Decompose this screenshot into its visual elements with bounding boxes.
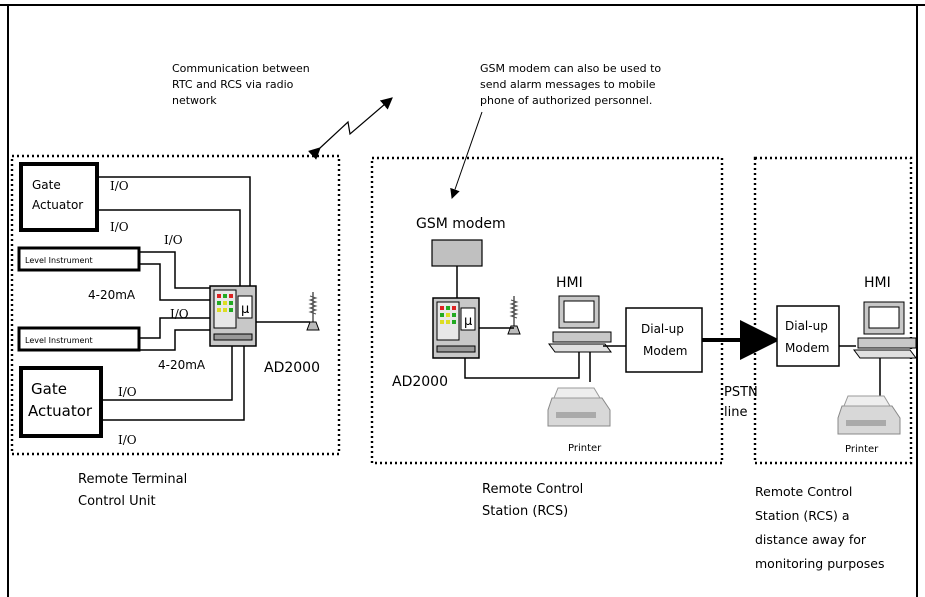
radio-link-zigzag bbox=[308, 97, 393, 160]
rcs-dialup-label-2: Modem bbox=[643, 344, 687, 358]
rtu-io-label-6: I/O bbox=[118, 433, 137, 447]
level-instrument-1 bbox=[17, 246, 141, 272]
gate-actuator-top-label-2: Actuator bbox=[32, 198, 83, 212]
remote-hmi-label: HMI bbox=[864, 275, 891, 291]
level-instrument-2 bbox=[17, 326, 141, 352]
pstn-label-2: line bbox=[724, 405, 747, 420]
rtu-wiring bbox=[98, 176, 310, 421]
remote-hmi-computer-icon bbox=[853, 301, 917, 359]
svg-text:RTC and RCS via radio: RTC and RCS via radio bbox=[172, 78, 294, 91]
remote-caption-2: Station (RCS) a bbox=[755, 508, 850, 523]
rcs-caption-1: Remote Control bbox=[482, 482, 583, 497]
rcs-boundary bbox=[370, 156, 724, 465]
level-instrument-2-label: Level Instrument bbox=[25, 336, 93, 345]
rcs-hmi-computer-icon bbox=[548, 295, 612, 353]
pstn-label-1: PSTN bbox=[724, 385, 758, 400]
level-instrument-1-label: Level Instrument bbox=[25, 256, 93, 265]
svg-text:phone of authorized personnel.: phone of authorized personnel. bbox=[480, 94, 652, 107]
remote-dialup-modem-box bbox=[776, 305, 840, 367]
remote-printer-label: Printer bbox=[845, 444, 879, 455]
remote-dialup-label-1: Dial-up bbox=[785, 319, 828, 333]
rtu-caption-1: Remote Terminal bbox=[78, 472, 187, 487]
remote-caption-3: distance away for bbox=[755, 532, 867, 547]
rtu-caption-2: Control Unit bbox=[78, 494, 156, 509]
rtu-controller-label: AD2000 bbox=[264, 360, 320, 376]
gate-actuator-top-label-1: Gate bbox=[32, 178, 61, 192]
svg-text:GSM modem can also be used to: GSM modem can also be used to bbox=[480, 62, 661, 75]
svg-text:Communication between: Communication between bbox=[172, 62, 310, 75]
gate-actuator-bottom-label-2: Actuator bbox=[28, 402, 93, 420]
rcs-printer-label: Printer bbox=[568, 443, 602, 454]
rcs-dialup-label-1: Dial-up bbox=[641, 322, 684, 336]
rtu-io-label-5: I/O bbox=[118, 385, 137, 399]
rtu-boundary bbox=[10, 154, 341, 456]
radio-note: Communication between RTC and RCS via ra… bbox=[172, 62, 310, 107]
remote-caption-1: Remote Control bbox=[755, 484, 852, 499]
rtu-ma-label-2: 4-20mA bbox=[158, 358, 206, 372]
rcs-caption-2: Station (RCS) bbox=[482, 504, 568, 519]
remote-caption-4: monitoring purposes bbox=[755, 556, 885, 571]
remote-printer-icon bbox=[837, 395, 901, 435]
gsm-modem-label: GSM modem bbox=[416, 216, 506, 232]
gate-actuator-bottom bbox=[19, 366, 103, 438]
rcs-controller-label: AD2000 bbox=[392, 374, 448, 390]
rtu-io-label-1: I/O bbox=[110, 179, 129, 193]
rcs-hmi-label: HMI bbox=[556, 275, 583, 291]
gsm-note-arrow bbox=[450, 111, 483, 199]
rcs-controller-icon bbox=[432, 297, 480, 359]
gsm-modem-box bbox=[431, 239, 483, 267]
rcs-dialup-modem-box bbox=[625, 307, 703, 373]
svg-text:send alarm messages to mobile: send alarm messages to mobile bbox=[480, 78, 656, 91]
gsm-note: GSM modem can also be used to send alarm… bbox=[480, 62, 661, 107]
rtu-io-label-3: I/O bbox=[164, 233, 183, 247]
svg-text:network: network bbox=[172, 94, 217, 107]
gate-actuator-bottom-label-1: Gate bbox=[31, 380, 67, 398]
rtu-controller-icon bbox=[209, 285, 257, 347]
rtu-antenna-icon bbox=[306, 291, 320, 331]
rtu-io-label-4: I/O bbox=[170, 307, 189, 321]
rcs-printer-icon bbox=[547, 387, 611, 427]
gate-actuator-top bbox=[19, 162, 99, 232]
remote-dialup-label-2: Modem bbox=[785, 341, 829, 355]
rtu-ma-label-1: 4-20mA bbox=[88, 288, 136, 302]
rcs-wiring bbox=[464, 345, 626, 382]
rtu-io-label-2: I/O bbox=[110, 220, 129, 234]
